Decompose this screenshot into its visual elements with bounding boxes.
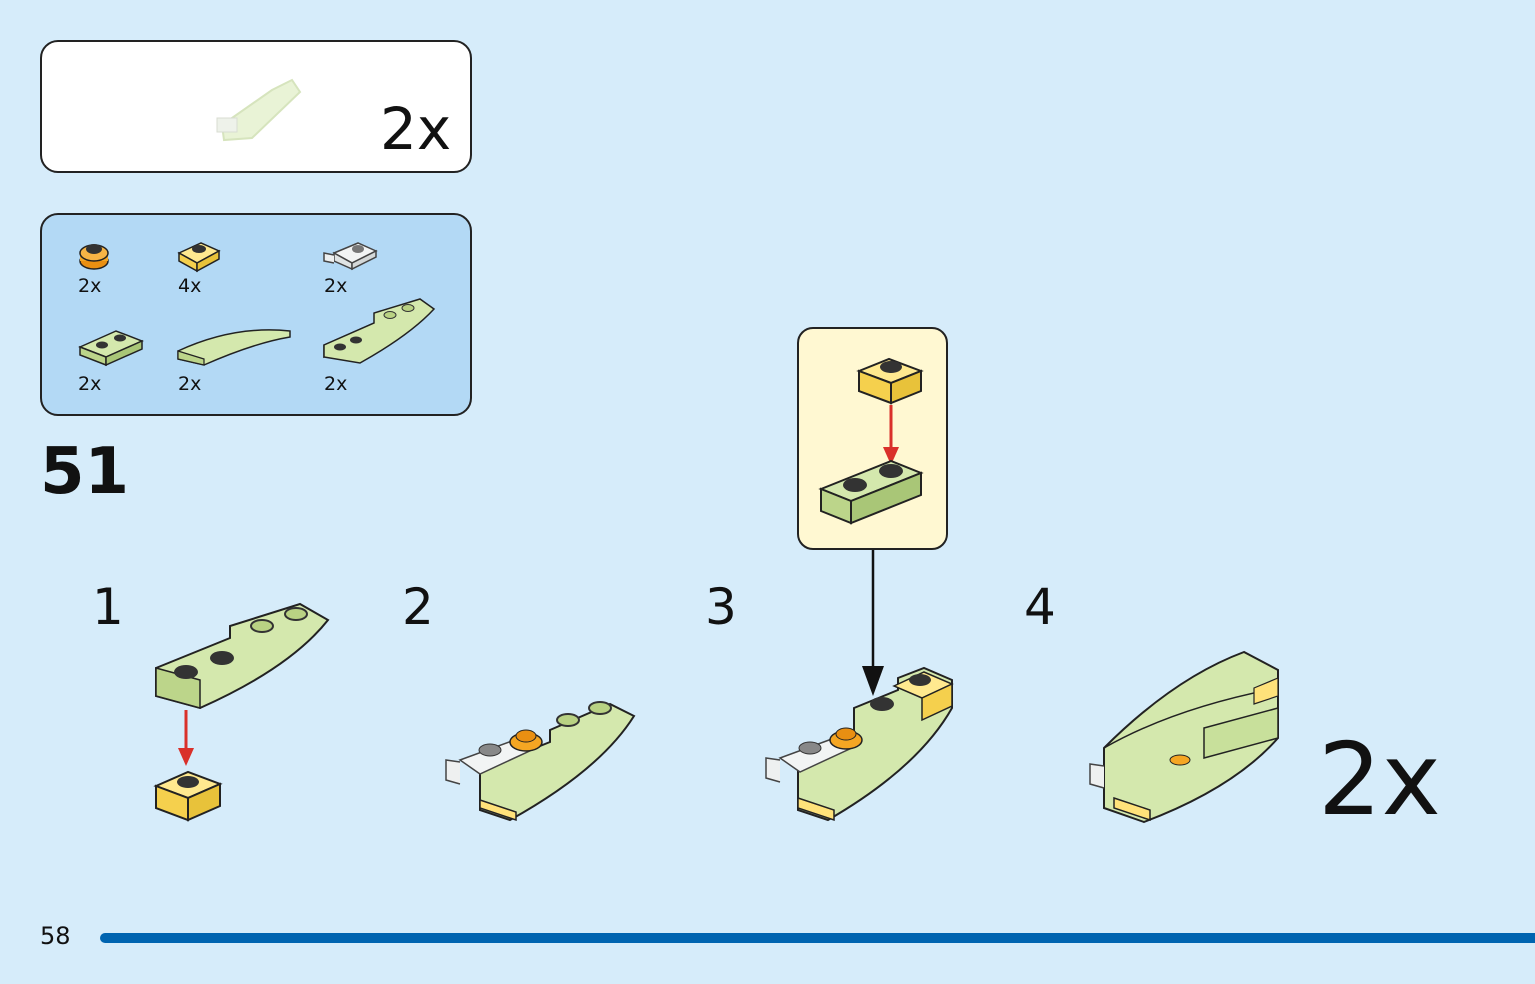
build-multiplier: 2x (380, 95, 452, 163)
sub-step-number: 3 (705, 578, 737, 636)
step-number: 51 (40, 435, 130, 509)
lime-wing-assembly-icon (323, 298, 436, 364)
part-count: 2x (324, 275, 348, 297)
orange-round-plate-icon (79, 244, 109, 270)
lime-curved-slope-icon (177, 329, 291, 366)
sub-step-number: 1 (92, 578, 124, 636)
callout-illustration (818, 357, 924, 525)
part-count: 4x (178, 275, 202, 297)
callout-connector-arrow (862, 550, 884, 696)
finished-wing-ghost-icon (216, 78, 302, 142)
sub-step-number: 4 (1024, 578, 1056, 636)
sub-step-2-illustration (445, 701, 636, 822)
part-count: 2x (178, 373, 202, 395)
yellow-plate-icon (177, 242, 221, 273)
parts-list-box: 2x 4x 2x 2x 2x 2x (40, 213, 472, 416)
part-count: 2x (78, 275, 102, 297)
page-number: 58 (40, 922, 71, 950)
sub-assembly-callout (797, 327, 948, 550)
final-multiplier: 2x (1318, 721, 1441, 838)
page-progress-bar (100, 933, 1535, 943)
sub-step-3-illustration (765, 666, 954, 822)
sub-step-number: 2 (402, 578, 434, 636)
sub-step-4-illustration (1089, 650, 1279, 824)
lime-plate-icon (78, 330, 144, 367)
part-count: 2x (324, 373, 348, 395)
sub-step-1-illustration (153, 602, 330, 822)
part-count: 2x (78, 373, 102, 395)
build-quantity-box: 2x (40, 40, 472, 173)
clear-clip-plate-icon (323, 242, 378, 271)
